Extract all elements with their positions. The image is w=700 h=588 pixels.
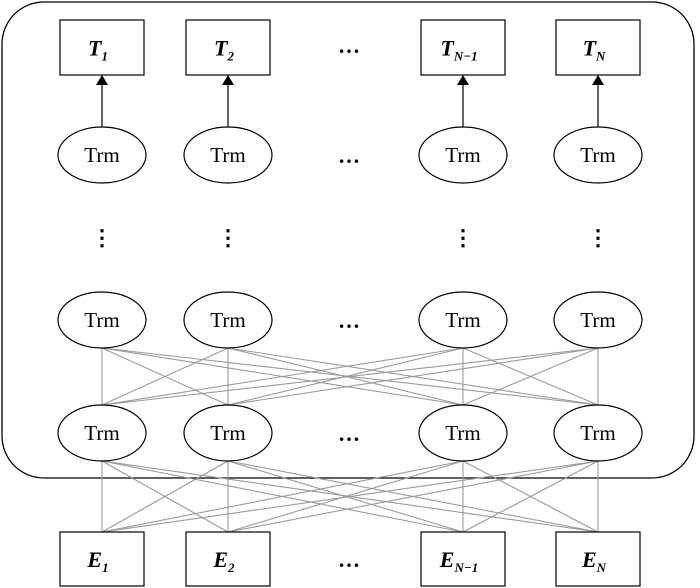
connection-layer3-input-4-1: [101, 460, 599, 533]
trm-label: Trm: [580, 308, 615, 332]
trm-label: Trm: [580, 421, 615, 445]
trm-node-layer3-2: Trm: [183, 404, 273, 462]
vertical-ellipsis-2: ⋮: [217, 225, 239, 250]
connection-lines: [101, 347, 599, 533]
output-box-4: TN: [555, 19, 641, 76]
trm-label: Trm: [445, 308, 480, 332]
input-box-2: E2: [185, 531, 271, 587]
trm-ellipse: [57, 291, 147, 349]
trm-ellipse: [553, 291, 643, 349]
trm-ellipse: [418, 291, 508, 349]
trm-node-layer2-1: Trm: [57, 291, 147, 349]
horizontal-ellipsis-2: …: [338, 143, 360, 168]
output-box-3: TN−1: [420, 19, 506, 76]
output-symbol: T1: [88, 36, 108, 64]
output-box-frame: [420, 19, 506, 76]
trm-node-layer1-3: Trm: [418, 126, 508, 184]
vertical-ellipsis-4: ⋮: [587, 225, 609, 250]
output-symbol: TN: [583, 36, 606, 64]
horizontal-ellipsis-4: …: [338, 421, 360, 446]
trm-node-layer1-4: Trm: [553, 126, 643, 184]
input-box-frame: [185, 531, 271, 587]
trm-ellipse: [418, 126, 508, 184]
trm-ellipse: [57, 126, 147, 184]
trm-label: Trm: [210, 143, 245, 167]
output-symbol: TN−1: [440, 36, 477, 64]
horizontal-ellipsis-1: …: [338, 33, 360, 58]
input-symbol: EN−1: [439, 547, 478, 575]
trm-label: Trm: [210, 421, 245, 445]
input-box-3: EN−1: [420, 531, 506, 587]
trm-label: Trm: [580, 143, 615, 167]
trm-label: Trm: [210, 308, 245, 332]
trm-node-layer2-3: Trm: [418, 291, 508, 349]
connection-layer3-input-4-2: [227, 460, 599, 533]
horizontal-ellipsis-5: …: [338, 547, 360, 572]
input-symbol: E2: [212, 547, 235, 575]
output-box-1: T1: [59, 19, 145, 76]
output-arrows: [96, 75, 604, 127]
trm-node-layer1-2: Trm: [183, 126, 273, 184]
output-box-2: T2: [185, 19, 271, 76]
input-box-frame: [59, 531, 145, 587]
output-symbol: T2: [214, 36, 234, 64]
input-box-frame: [555, 531, 641, 587]
trm-ellipse: [418, 404, 508, 462]
trm-ellipse: [183, 126, 273, 184]
connection-layer3-input-3-1: [101, 460, 464, 533]
input-box-frame: [420, 531, 506, 587]
trm-label: Trm: [84, 308, 119, 332]
trm-node-layer2-4: Trm: [553, 291, 643, 349]
connection-layer2-layer3-2-1: [101, 347, 229, 406]
connection-layer3-input-2-1: [101, 460, 229, 533]
vertical-ellipsis-3: ⋮: [452, 225, 474, 250]
trm-node-layer1-1: Trm: [57, 126, 147, 184]
trm-label: Trm: [84, 421, 119, 445]
connection-layer3-input-4-3: [462, 460, 599, 533]
trm-ellipse: [553, 126, 643, 184]
trm-node-layer3-4: Trm: [553, 404, 643, 462]
connection-layer3-input-3-2: [227, 460, 464, 533]
input-symbol: E1: [86, 547, 108, 575]
output-box-frame: [185, 19, 271, 76]
output-box-frame: [59, 19, 145, 76]
trm-node-layer3-3: Trm: [418, 404, 508, 462]
input-symbol: EN: [581, 547, 607, 575]
trm-ellipse: [183, 404, 273, 462]
trm-ellipse: [553, 404, 643, 462]
output-box-frame: [555, 19, 641, 76]
trm-ellipse: [183, 291, 273, 349]
trm-node-layer2-2: Trm: [183, 291, 273, 349]
input-box-4: EN: [555, 531, 641, 587]
trm-label: Trm: [445, 143, 480, 167]
trm-label: Trm: [84, 143, 119, 167]
trm-label: Trm: [445, 421, 480, 445]
connection-layer2-layer3-4-3: [462, 347, 599, 406]
trm-node-layer3-1: Trm: [57, 404, 147, 462]
connection-layer2-layer3-4-1: [101, 347, 599, 406]
vertical-ellipsis-1: ⋮: [91, 225, 113, 250]
trm-ellipse: [57, 404, 147, 462]
input-box-1: E1: [59, 531, 145, 587]
connection-layer2-layer3-4-2: [227, 347, 599, 406]
connection-layer2-layer3-3-1: [101, 347, 464, 406]
horizontal-ellipsis-3: …: [338, 308, 360, 333]
